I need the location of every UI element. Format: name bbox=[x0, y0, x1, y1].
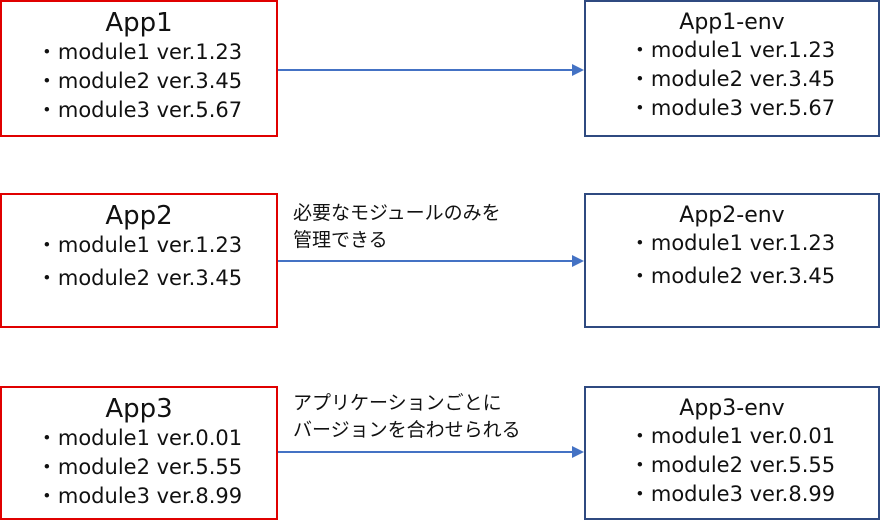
module-label: module2 ver.3.45 bbox=[650, 264, 836, 288]
note-row3: アプリケーションごとに バージョンを合わせられる bbox=[293, 390, 521, 444]
list-item: ・module2 ver.5.55 bbox=[586, 451, 878, 480]
note-line: アプリケーションごとに bbox=[293, 392, 502, 414]
app2-module-list: ・module1 ver.1.23 ・module2 ver.3.45 bbox=[2, 231, 276, 293]
bullet: ・ bbox=[629, 453, 651, 477]
note-line: バージョンを合わせられる bbox=[293, 419, 521, 441]
module-label: module1 ver.1.23 bbox=[57, 40, 243, 64]
bullet: ・ bbox=[36, 484, 58, 508]
list-item: ・module1 ver.0.01 bbox=[2, 424, 276, 453]
arrow-app2-to-env bbox=[278, 255, 584, 267]
app2-env-module-list: ・module1 ver.1.23 ・module2 ver.3.45 bbox=[586, 229, 878, 291]
module-label: module1 ver.0.01 bbox=[57, 426, 243, 450]
module-label: module2 ver.3.45 bbox=[650, 67, 836, 91]
bullet: ・ bbox=[629, 38, 651, 62]
bullet: ・ bbox=[629, 231, 651, 255]
bullet: ・ bbox=[36, 233, 58, 257]
arrow-line bbox=[278, 451, 572, 453]
app2-env-box: App2-env ・module1 ver.1.23 ・module2 ver.… bbox=[584, 193, 880, 328]
list-item: ・module2 ver.3.45 bbox=[2, 67, 276, 96]
arrow-head bbox=[572, 64, 584, 76]
list-item: ・module1 ver.0.01 bbox=[586, 422, 878, 451]
bullet: ・ bbox=[36, 455, 58, 479]
arrow-head bbox=[572, 446, 584, 458]
arrow-line bbox=[278, 69, 572, 71]
bullet: ・ bbox=[629, 67, 651, 91]
bullet: ・ bbox=[36, 266, 58, 290]
arrow-app1-to-env bbox=[278, 64, 584, 76]
app2-title: App2 bbox=[105, 201, 173, 231]
bullet: ・ bbox=[36, 98, 58, 122]
module-label: module3 ver.5.67 bbox=[650, 96, 836, 120]
app3-module-list: ・module1 ver.0.01 ・module2 ver.5.55 ・mod… bbox=[2, 424, 276, 511]
bullet: ・ bbox=[36, 69, 58, 93]
module-label: module1 ver.1.23 bbox=[57, 233, 243, 257]
list-item: ・module3 ver.5.67 bbox=[2, 96, 276, 125]
module-label: module2 ver.3.45 bbox=[57, 266, 243, 290]
list-item: ・module3 ver.8.99 bbox=[586, 480, 878, 509]
module-label: module3 ver.8.99 bbox=[650, 482, 836, 506]
app3-env-title: App3-env bbox=[679, 396, 785, 421]
list-item: ・module1 ver.1.23 bbox=[586, 36, 878, 65]
app3-box: App3 ・module1 ver.0.01 ・module2 ver.5.55… bbox=[0, 386, 278, 520]
module-label: module3 ver.8.99 bbox=[57, 484, 243, 508]
list-item: ・module1 ver.1.23 bbox=[2, 38, 276, 67]
note-line: 必要なモジュールのみを bbox=[293, 202, 501, 224]
app3-env-module-list: ・module1 ver.0.01 ・module2 ver.5.55 ・mod… bbox=[586, 422, 878, 509]
module-label: module1 ver.1.23 bbox=[650, 231, 836, 255]
app1-env-module-list: ・module1 ver.1.23 ・module2 ver.3.45 ・mod… bbox=[586, 36, 878, 123]
app1-env-box: App1-env ・module1 ver.1.23 ・module2 ver.… bbox=[584, 0, 880, 137]
bullet: ・ bbox=[36, 426, 58, 450]
module-label: module1 ver.0.01 bbox=[650, 424, 836, 448]
module-label: module2 ver.3.45 bbox=[57, 69, 243, 93]
app1-box: App1 ・module1 ver.1.23 ・module2 ver.3.45… bbox=[0, 0, 278, 137]
app2-env-title: App2-env bbox=[679, 203, 785, 228]
list-item: ・module1 ver.1.23 bbox=[2, 231, 276, 260]
note-row2: 必要なモジュールのみを 管理できる bbox=[293, 200, 501, 254]
bullet: ・ bbox=[36, 40, 58, 64]
app1-module-list: ・module1 ver.1.23 ・module2 ver.3.45 ・mod… bbox=[2, 38, 276, 125]
list-item: ・module2 ver.3.45 bbox=[586, 65, 878, 94]
module-label: module1 ver.1.23 bbox=[650, 38, 836, 62]
arrow-head bbox=[572, 255, 584, 267]
arrow-app3-to-env bbox=[278, 446, 584, 458]
bullet: ・ bbox=[629, 424, 651, 448]
module-label: module2 ver.5.55 bbox=[57, 455, 243, 479]
app3-env-box: App3-env ・module1 ver.0.01 ・module2 ver.… bbox=[584, 386, 880, 520]
app2-box: App2 ・module1 ver.1.23 ・module2 ver.3.45 bbox=[0, 193, 278, 328]
bullet: ・ bbox=[629, 482, 651, 506]
app1-env-title: App1-env bbox=[679, 10, 785, 35]
bullet: ・ bbox=[629, 264, 651, 288]
app3-title: App3 bbox=[105, 394, 173, 424]
list-item: ・module2 ver.3.45 bbox=[586, 262, 878, 291]
list-item: ・module2 ver.3.45 bbox=[2, 264, 276, 293]
arrow-line bbox=[278, 260, 572, 262]
bullet: ・ bbox=[629, 96, 651, 120]
module-label: module3 ver.5.67 bbox=[57, 98, 243, 122]
note-line: 管理できる bbox=[293, 229, 388, 251]
list-item: ・module2 ver.5.55 bbox=[2, 453, 276, 482]
app1-title: App1 bbox=[105, 8, 173, 38]
list-item: ・module3 ver.5.67 bbox=[586, 94, 878, 123]
module-label: module2 ver.5.55 bbox=[650, 453, 836, 477]
list-item: ・module1 ver.1.23 bbox=[586, 229, 878, 258]
list-item: ・module3 ver.8.99 bbox=[2, 482, 276, 511]
